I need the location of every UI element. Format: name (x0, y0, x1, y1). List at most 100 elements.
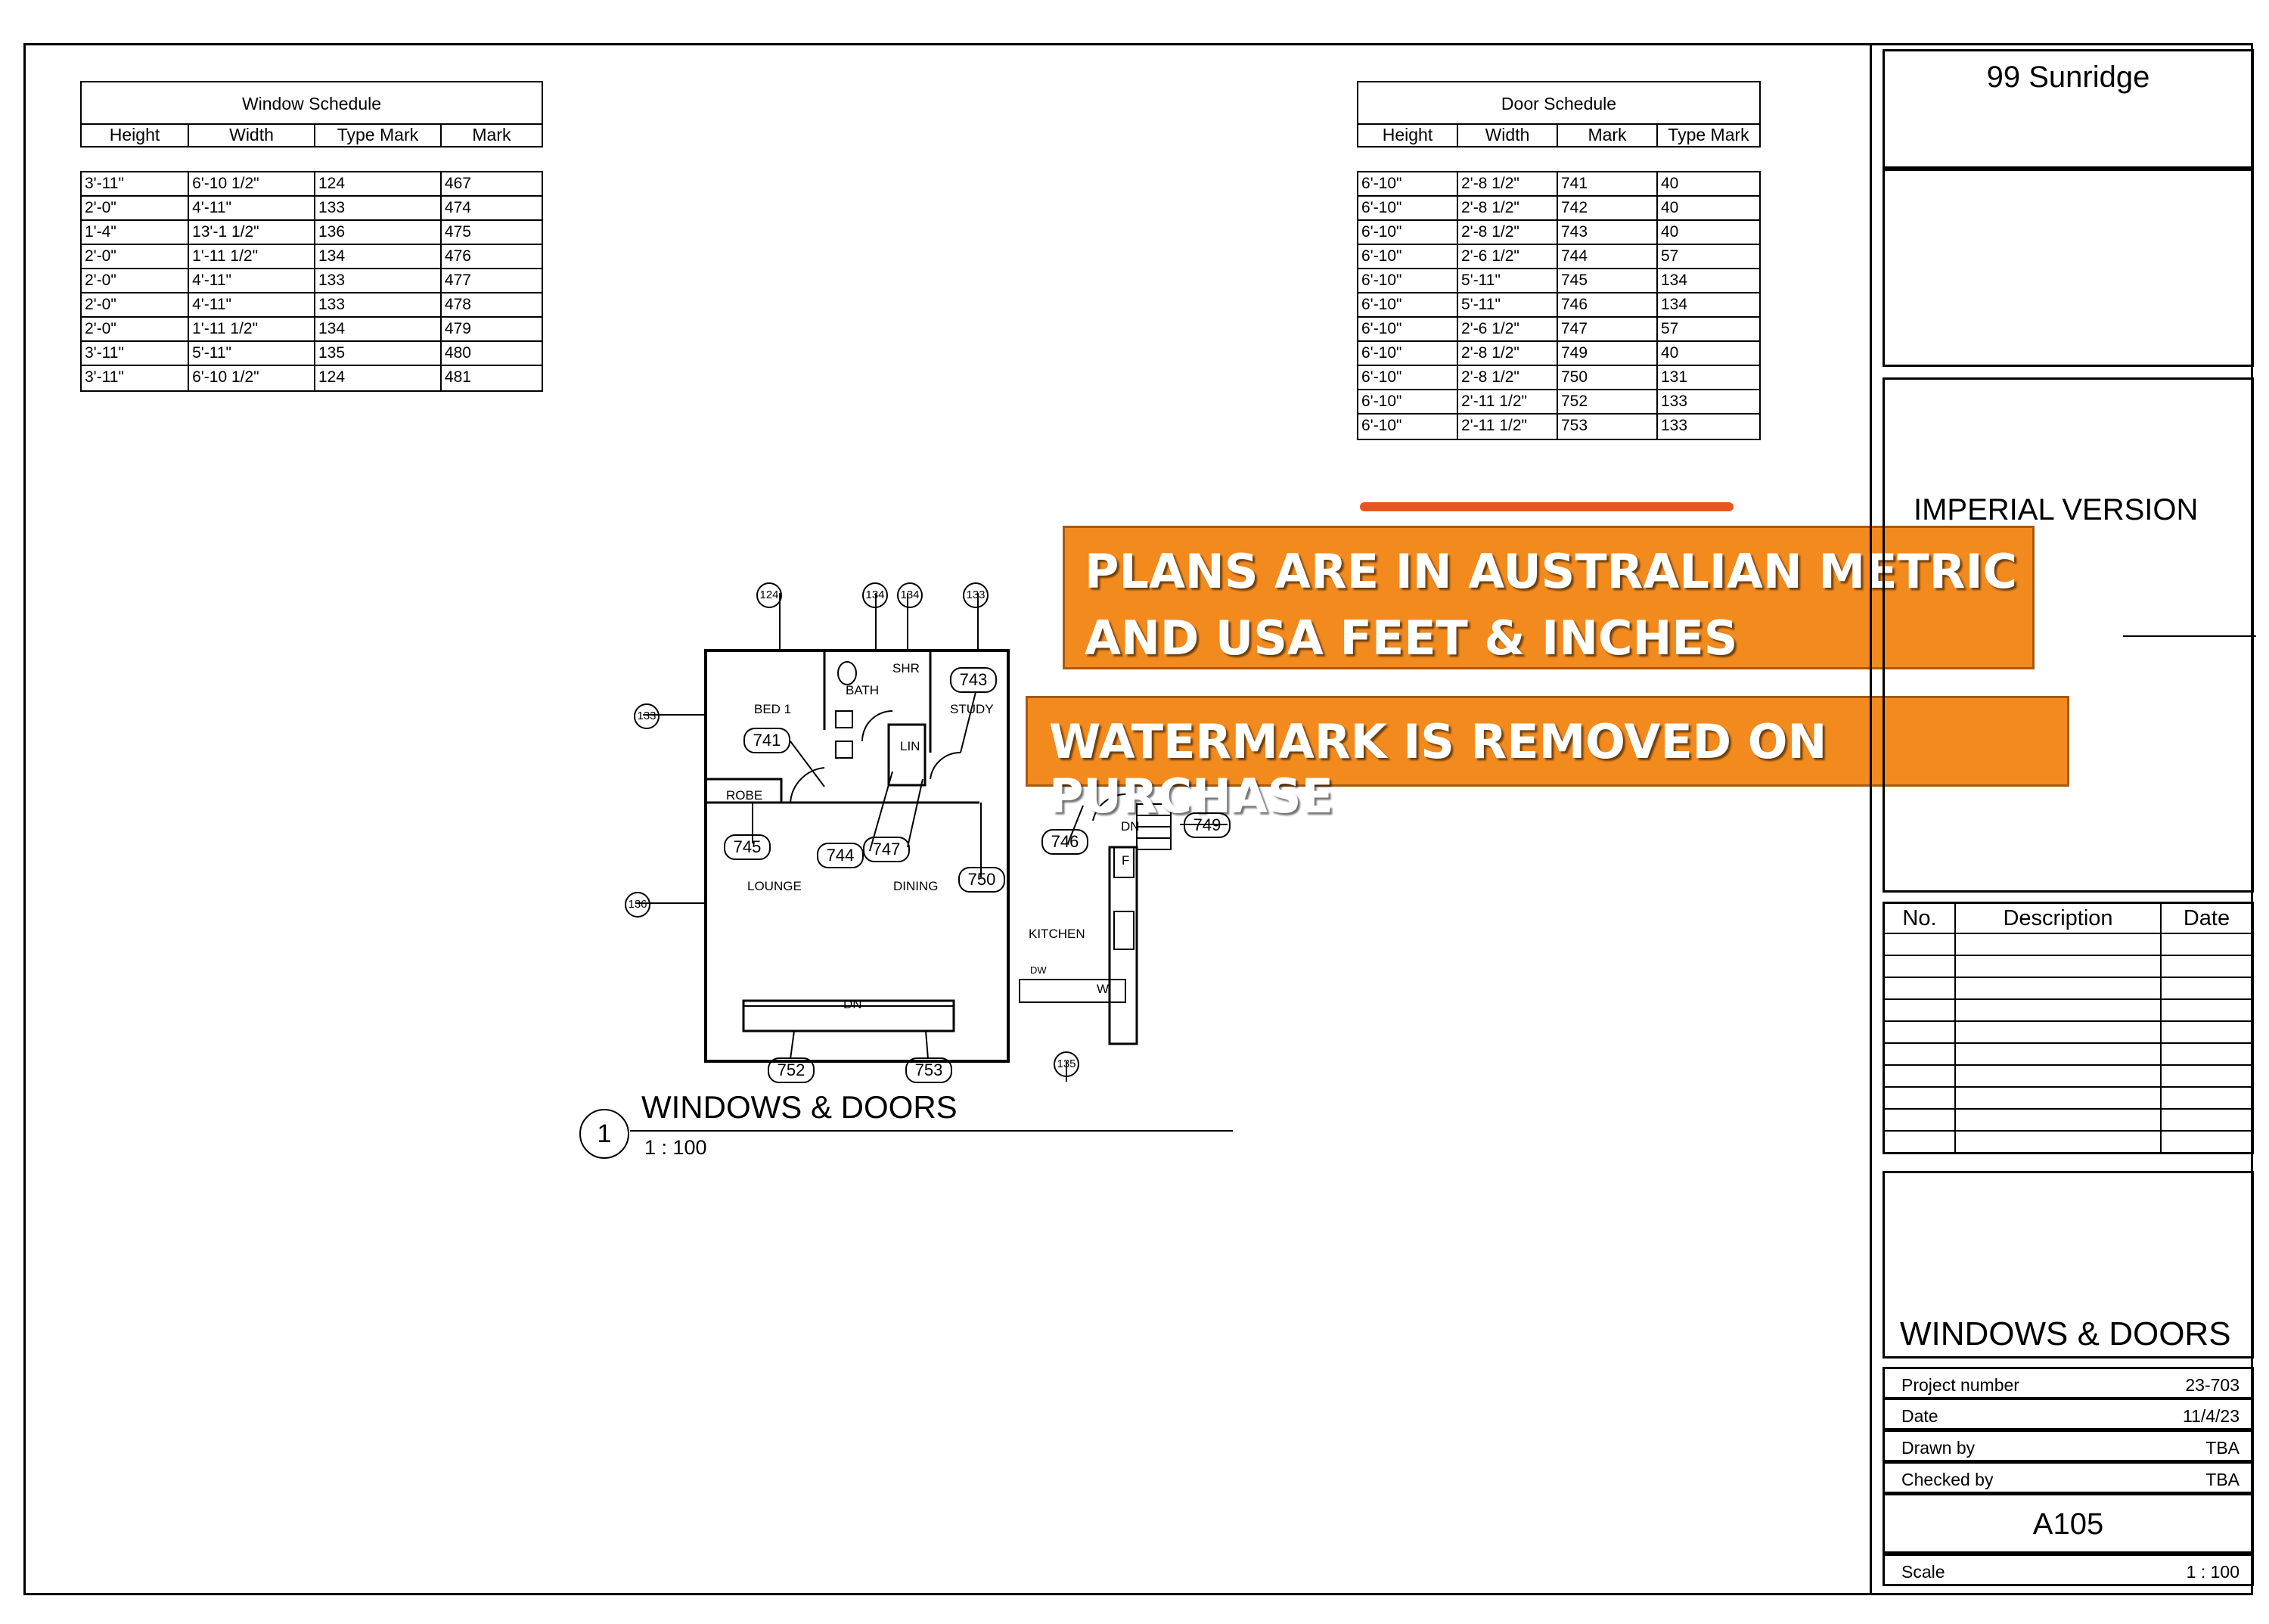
table-cell: 749 (1558, 342, 1658, 365)
column-header: Height (1358, 123, 1458, 146)
revision-cell (1956, 1132, 2162, 1152)
table-cell: 40 (1661, 199, 1679, 216)
table-cell: 5'-11" (189, 342, 315, 365)
door-tag: 747 (863, 837, 910, 862)
table-cell: 2'-0" (82, 245, 190, 268)
table-cell: 1'-11 1/2" (189, 245, 315, 268)
cooktop (1113, 911, 1134, 950)
table-cell: 1'-4" (82, 221, 190, 244)
room-label-robe: ROBE (726, 788, 763, 803)
revision-row (1885, 1022, 2252, 1044)
revision-row (1885, 1088, 2252, 1110)
column-header: Type Mark (315, 123, 442, 146)
window-schedule-header: Height Width Type Mark Mark (80, 123, 543, 147)
room-label-shr: SHR (892, 661, 920, 675)
toilet (837, 661, 857, 685)
stair-dn-label: DN (1121, 819, 1140, 834)
table-cell: 744 (1558, 245, 1658, 268)
table-cell: 752 (1558, 390, 1658, 413)
revision-row (1885, 978, 2252, 1000)
table-cell: 2'-8 1/2" (1458, 366, 1558, 389)
banner-line-3: WATERMARK IS REMOVED ON PURCHASE (1049, 714, 1827, 824)
table-cell: 6'-10" (1358, 390, 1458, 413)
robe-outline (704, 778, 783, 804)
revision-cell (1956, 1066, 2162, 1086)
date-label: Date (1901, 1406, 1938, 1426)
table-cell: 1'-11 1/2" (189, 318, 315, 340)
table-cell: 124 (315, 366, 442, 390)
table-cell: 480 (444, 344, 471, 362)
room-label-bath: BATH (846, 683, 880, 697)
revision-row (1885, 1044, 2252, 1066)
table-cell: 6'-10" (1358, 318, 1458, 340)
titleblock-divider (1870, 43, 1872, 1595)
sheet-number-box: A105 (1883, 1493, 2254, 1554)
door-tag: 752 (768, 1057, 815, 1083)
revision-cell (2162, 1044, 2252, 1064)
table-cell: 750 (1558, 366, 1658, 389)
table-cell: 467 (444, 175, 471, 192)
revision-cell (2162, 1132, 2252, 1152)
scale-row: Scale 1 : 100 (1883, 1554, 2254, 1586)
table-cell: 57 (1661, 320, 1679, 337)
dishwasher-sink (1019, 979, 1126, 1003)
door-schedule-title: Door Schedule (1357, 81, 1761, 125)
room-label-bed1: BED 1 (754, 702, 792, 716)
table-cell: 6'-10" (1358, 366, 1458, 389)
table-cell: 481 (444, 368, 471, 386)
revision-cell (1956, 1000, 2162, 1020)
revision-cell (2162, 934, 2252, 955)
date-row: Date 11/4/23 (1883, 1398, 2254, 1430)
window-tag: 135 (1054, 1051, 1079, 1077)
project-number-value: 23-703 (2185, 1375, 2240, 1395)
revision-cell (1885, 1110, 1956, 1130)
table-cell: 6'-10" (1358, 245, 1458, 268)
table-cell: 2'-11 1/2" (1458, 390, 1558, 413)
table-cell: 133 (315, 293, 442, 316)
door-swing (930, 751, 961, 780)
table-cell: 6'-10" (1358, 197, 1458, 219)
linen-cupboard (887, 723, 927, 787)
door-tag: 750 (958, 867, 1005, 893)
table-cell: 40 (1661, 344, 1679, 362)
window-tag: 133 (634, 703, 660, 729)
table-cell: 476 (444, 247, 471, 265)
table-cell: 746 (1558, 293, 1658, 316)
drawn-by-value: TBA (2205, 1438, 2240, 1458)
table-cell: 131 (1661, 368, 1688, 386)
table-cell: 57 (1661, 247, 1679, 265)
banner-line-2: AND USA FEET & INCHES (1085, 610, 1738, 666)
revision-row (1885, 934, 2252, 956)
floor-plan (630, 593, 1233, 1132)
checked-by-label: Checked by (1901, 1470, 1994, 1489)
revision-table: No. Description Date (1883, 902, 2254, 1154)
revision-row (1885, 1110, 2252, 1132)
washer-label: W (1097, 982, 1110, 996)
table-cell: 6'-10" (1358, 415, 1458, 439)
door-swing (790, 767, 825, 803)
scale-value: 1 : 100 (2186, 1562, 2240, 1582)
banner-line-1: PLANS ARE IN AUSTRALIAN METRIC (1085, 544, 2018, 599)
table-cell: 5'-11" (1458, 269, 1558, 292)
table-cell: 133 (1661, 393, 1688, 410)
revision-cell (1956, 956, 2162, 977)
revision-row (1885, 1132, 2252, 1154)
version-box: IMPERIAL VERSION (1883, 377, 2256, 893)
table-cell: 124 (315, 172, 442, 195)
table-cell: 133 (315, 269, 442, 292)
project-number-row: Project number 23-703 (1883, 1367, 2254, 1399)
door-tag: 744 (817, 843, 864, 868)
revision-description-header: Description (1956, 904, 2162, 933)
